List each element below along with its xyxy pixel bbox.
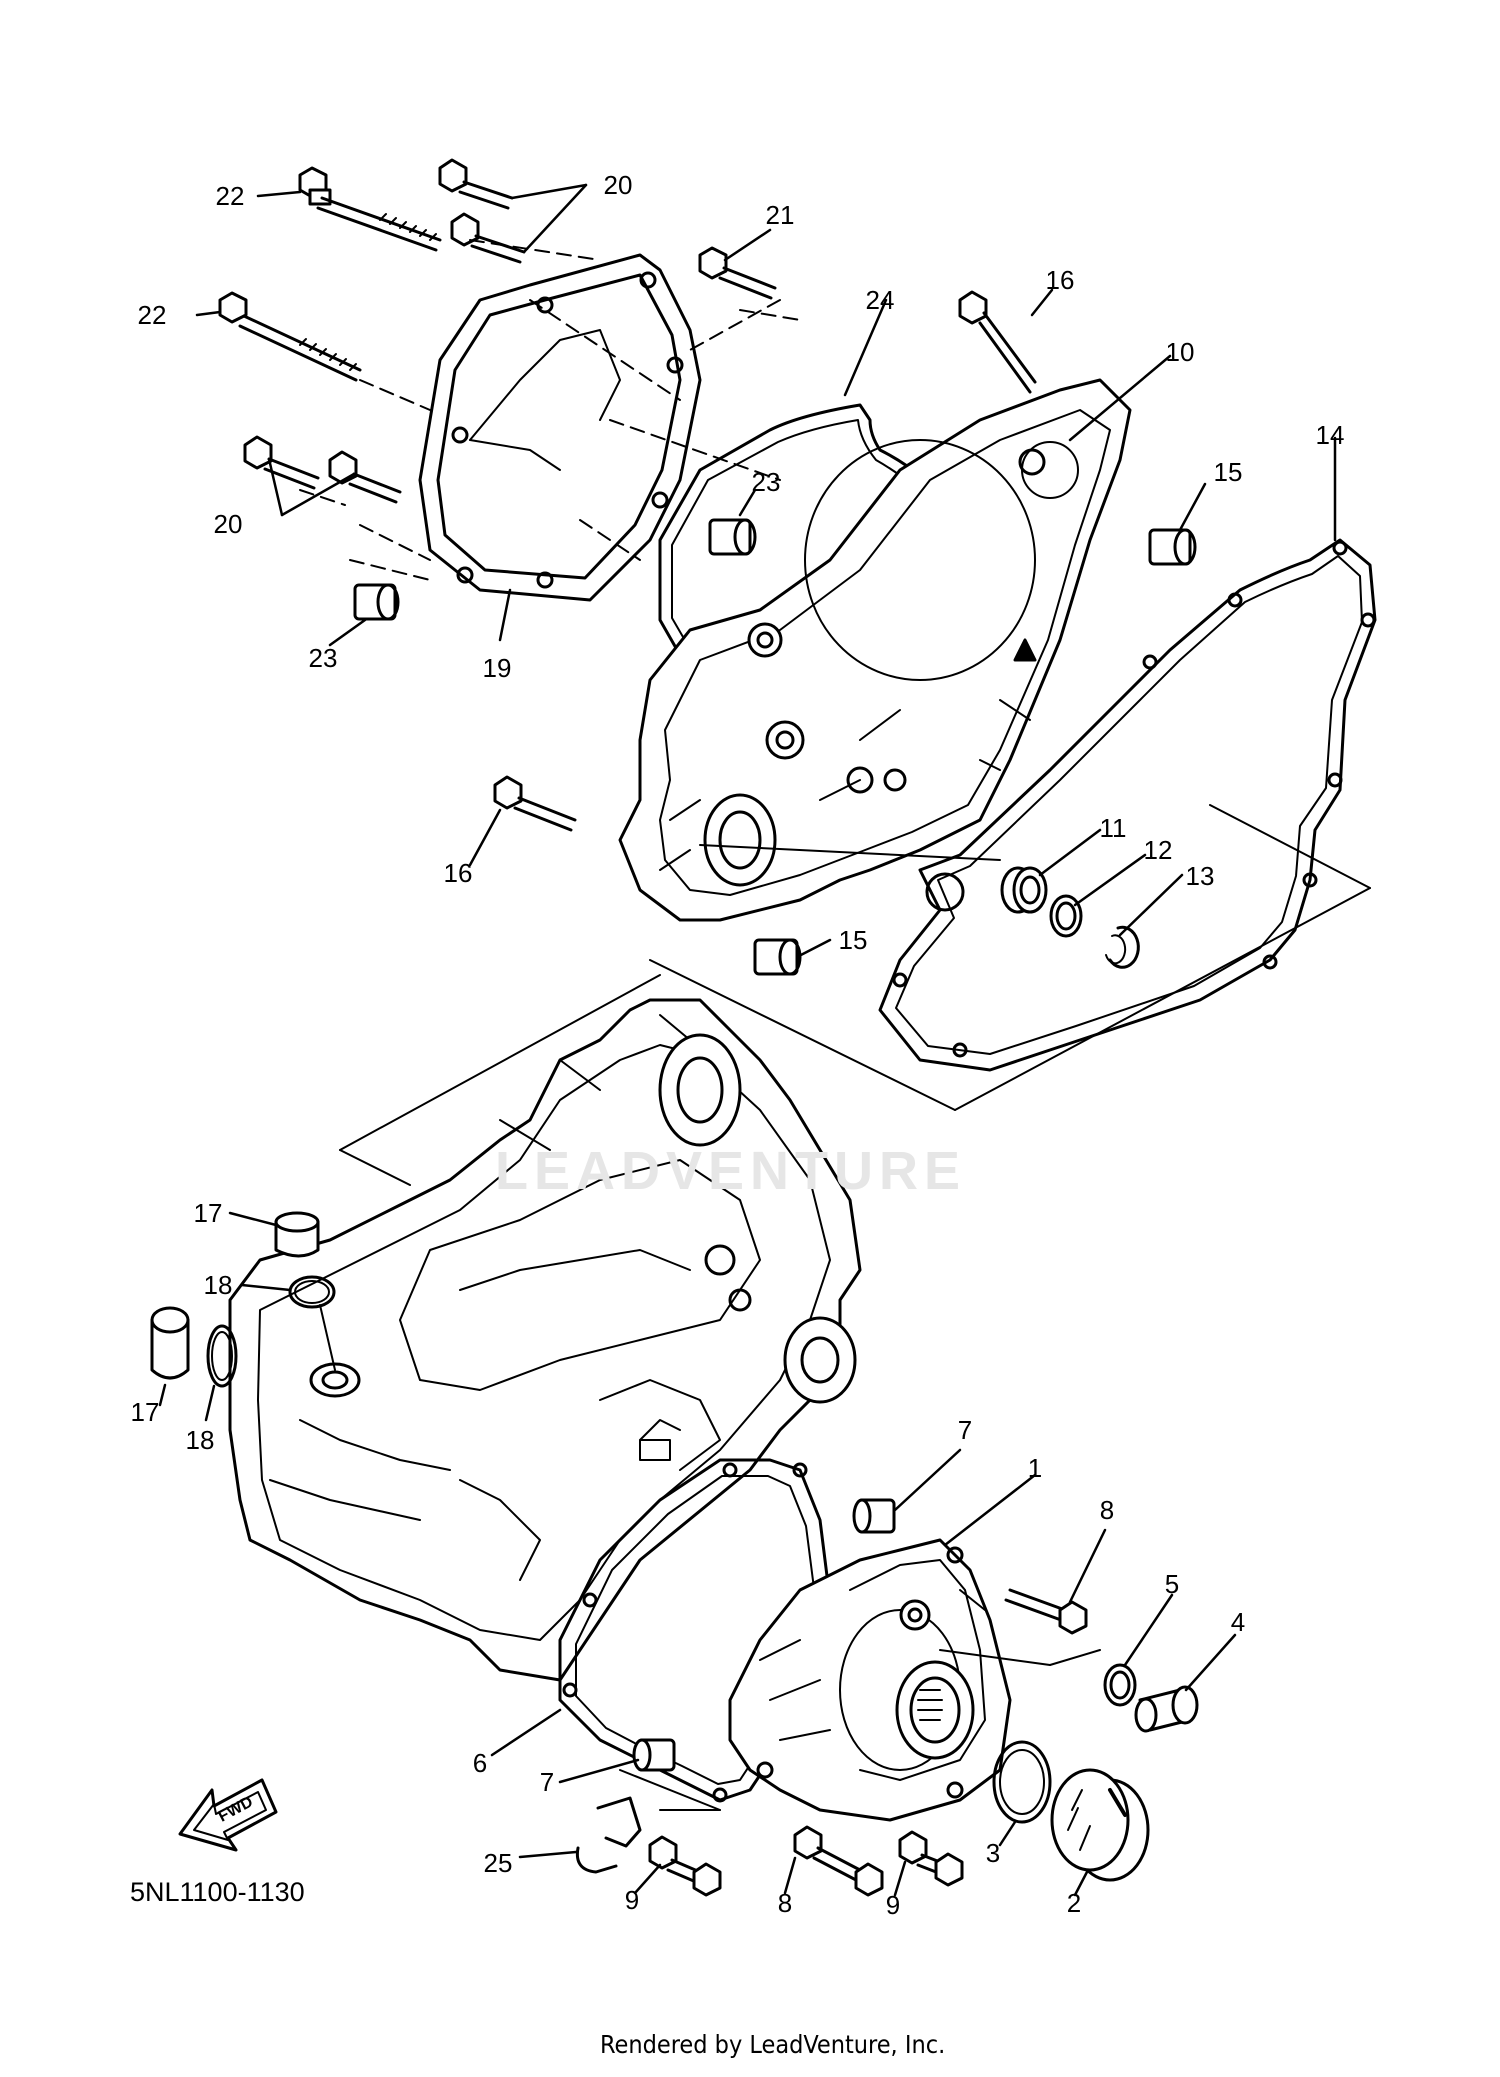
crankcase-body bbox=[228, 998, 862, 1682]
callout-label-5: 5 bbox=[1164, 1569, 1180, 1599]
fwd-arrow-icon bbox=[178, 1778, 278, 1852]
callout-label-9a: 9 bbox=[624, 1885, 640, 1915]
callout-label-13: 13 bbox=[1185, 861, 1215, 891]
bolts-20-upper bbox=[438, 158, 526, 264]
callout-label-16a: 16 bbox=[1045, 265, 1075, 295]
washer-12 bbox=[1049, 894, 1083, 938]
dowel-23-right bbox=[708, 518, 757, 556]
render-credit: Rendered by LeadVenture, Inc. bbox=[600, 2030, 946, 2059]
callout-label-2: 2 bbox=[1066, 1888, 1082, 1918]
callout-label-1: 1 bbox=[1027, 1453, 1043, 1483]
callout-label-15a: 15 bbox=[1213, 457, 1243, 487]
o-ring-18-upper bbox=[288, 1275, 336, 1309]
callout-label-18b: 18 bbox=[185, 1425, 215, 1455]
bolt-8-upper bbox=[1004, 1588, 1088, 1635]
callout-label-17b: 17 bbox=[130, 1397, 160, 1427]
dowel-7-upper bbox=[852, 1498, 896, 1534]
dowel-23-left bbox=[353, 583, 400, 621]
exploded-box-upper bbox=[649, 804, 1371, 1111]
callout-label-8a: 8 bbox=[1099, 1495, 1115, 1525]
crankcase-cover-1 bbox=[728, 1538, 1012, 1822]
gasket-14 bbox=[878, 538, 1377, 1072]
callout-label-10: 10 bbox=[1165, 337, 1195, 367]
callout-label-9b: 9 bbox=[885, 1890, 901, 1920]
callout-label-20b: 20 bbox=[213, 509, 243, 539]
callout-label-8b: 8 bbox=[777, 1888, 793, 1918]
diagram-code: 5NL1100-1130 bbox=[130, 1877, 305, 1907]
exploded-lines-cover bbox=[619, 1589, 1101, 1811]
callout-label-15b: 15 bbox=[838, 925, 868, 955]
o-ring-18-lower bbox=[206, 1324, 238, 1388]
bolt-22-lower bbox=[218, 291, 362, 382]
bolt-22-upper bbox=[298, 166, 442, 252]
callout-label-21: 21 bbox=[765, 200, 795, 230]
callout-label-7a: 7 bbox=[957, 1415, 973, 1445]
callout-label-6: 6 bbox=[472, 1748, 488, 1778]
watermark: LEADVENTURE bbox=[495, 1141, 967, 1201]
bolt-9-right bbox=[898, 1830, 964, 1887]
callout-label-19: 19 bbox=[482, 653, 512, 683]
callout-label-23a: 23 bbox=[751, 467, 781, 497]
clutch-cover-19 bbox=[418, 253, 702, 602]
callout-label-22b: 22 bbox=[137, 300, 167, 330]
callout-label-4: 4 bbox=[1230, 1607, 1246, 1637]
collar-17-lower bbox=[150, 1306, 190, 1380]
crankcase-cover-10 bbox=[618, 378, 1132, 922]
callout-label-16b: 16 bbox=[443, 858, 473, 888]
callout-label-12: 12 bbox=[1143, 835, 1173, 865]
callout-label-23b: 23 bbox=[308, 643, 338, 673]
leader-lines bbox=[158, 183, 1337, 1897]
callout-label-14: 14 bbox=[1315, 420, 1345, 450]
callout-label-18a: 18 bbox=[203, 1270, 233, 1300]
exploded-box-lower bbox=[339, 974, 661, 1186]
callout-label-11: 11 bbox=[1099, 813, 1127, 843]
washer-5 bbox=[1103, 1663, 1137, 1707]
callout-label-20a: 20 bbox=[603, 170, 633, 200]
bolt-9-left bbox=[648, 1835, 722, 1897]
plug-4 bbox=[1134, 1685, 1199, 1733]
dowel-15-lower bbox=[753, 938, 802, 976]
collar-17-upper bbox=[274, 1211, 320, 1258]
o-ring-3 bbox=[992, 1740, 1052, 1824]
dowel-7-lower bbox=[632, 1738, 676, 1772]
bolt-21 bbox=[698, 246, 777, 300]
clamp-25 bbox=[575, 1796, 642, 1874]
callout-label-7b: 7 bbox=[539, 1767, 555, 1797]
callout-label-25: 25 bbox=[483, 1848, 513, 1878]
callout-label-22a: 22 bbox=[215, 181, 245, 211]
assembly-guide-lines bbox=[299, 239, 801, 581]
plug-2 bbox=[1050, 1768, 1150, 1882]
callout-label-3: 3 bbox=[985, 1838, 1001, 1868]
bolt-16-upper bbox=[958, 290, 1037, 394]
oil-seal-11 bbox=[1000, 866, 1048, 914]
bolt-16-lower bbox=[493, 775, 577, 832]
dowel-15-upper bbox=[1148, 528, 1197, 566]
bolt-8-lower bbox=[793, 1825, 884, 1897]
callout-label-24: 24 bbox=[865, 285, 895, 315]
callout-label-17a: 17 bbox=[193, 1198, 223, 1228]
